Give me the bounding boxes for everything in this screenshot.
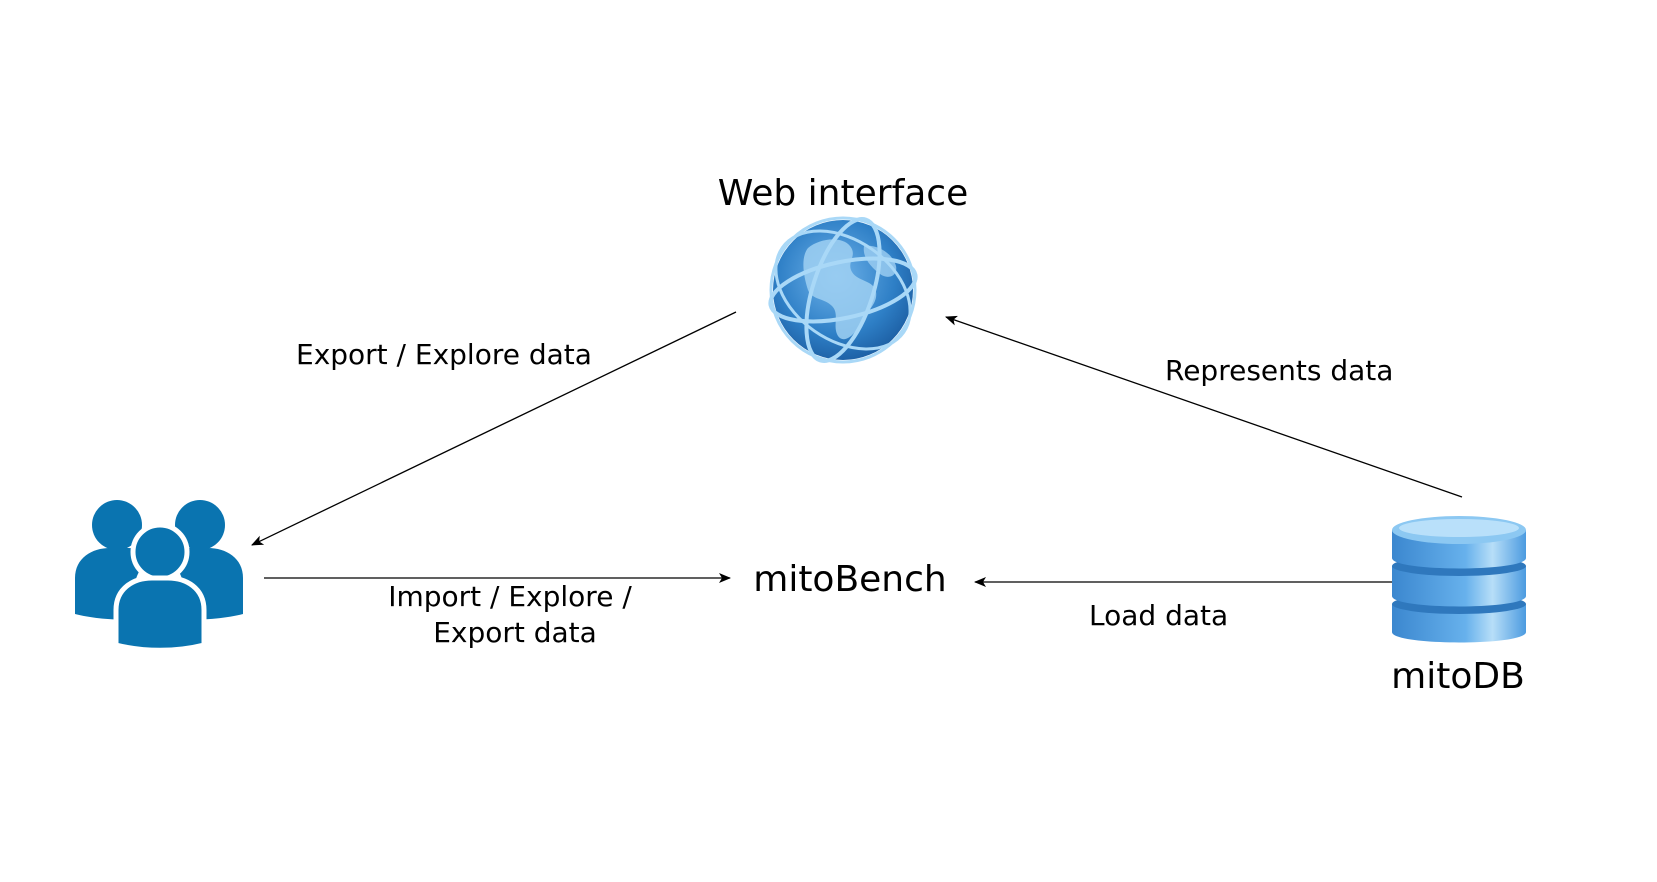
node-label-web-interface: Web interface <box>718 173 969 214</box>
globe-icon <box>768 216 918 364</box>
edge-db-to-web <box>945 315 1463 498</box>
node-label-mitodb: mitoDB <box>1391 656 1525 697</box>
edge-label-import-line2: Export data <box>433 616 597 649</box>
edge-label-represents: Represents data <box>1165 354 1393 387</box>
edge-label-export-explore: Export / Explore data <box>296 338 592 371</box>
edge-web-to-users <box>251 311 737 546</box>
users-icon <box>75 500 243 653</box>
node-label-mitobench: mitoBench <box>753 559 946 600</box>
database-icon <box>1392 516 1526 643</box>
edge-label-load: Load data <box>1089 599 1228 632</box>
edge-label-import-line1: Import / Explore / <box>388 580 632 613</box>
